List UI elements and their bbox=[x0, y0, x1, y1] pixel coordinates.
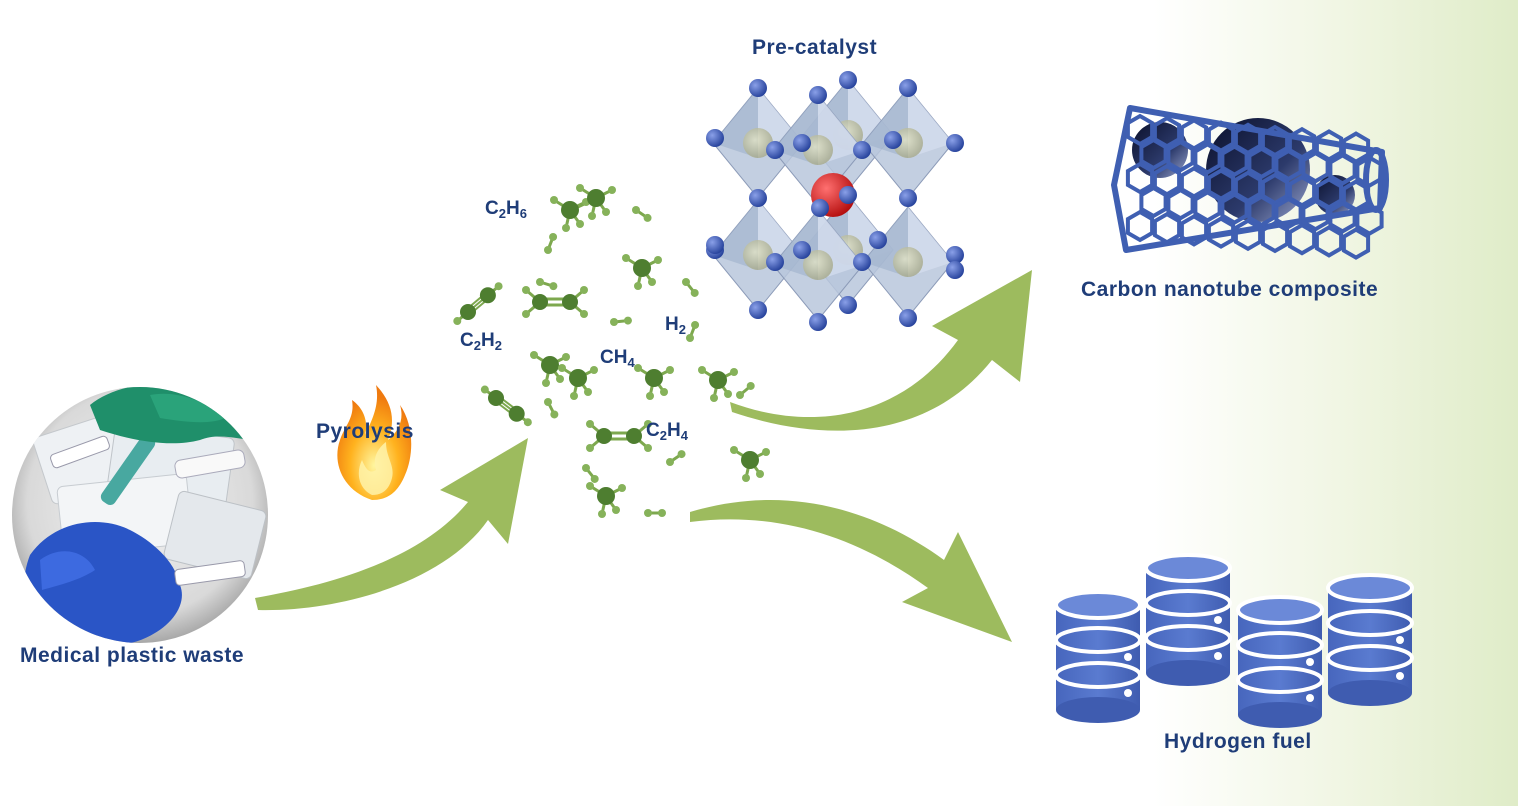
label-pre-catalyst: Pre-catalyst bbox=[752, 36, 878, 59]
label-acetylene: C2H2 bbox=[460, 330, 502, 353]
perovskite-crystal bbox=[706, 71, 964, 331]
label-ethane: C2H6 bbox=[485, 198, 527, 221]
arrow-to-nanotube bbox=[730, 270, 1032, 431]
label-carbon-nanotube-composite: Carbon nanotube composite bbox=[1081, 278, 1379, 301]
arrow-pyrolysis bbox=[255, 438, 528, 611]
carbon-nanotube-icon bbox=[1111, 105, 1389, 260]
flame-icon bbox=[337, 385, 412, 500]
arrow-to-hydrogen bbox=[690, 499, 1012, 642]
label-pyrolysis: Pyrolysis bbox=[316, 420, 414, 443]
label-methane: CH4 bbox=[600, 347, 635, 370]
hydrogen-storage-icon bbox=[1054, 553, 1414, 730]
label-medical-plastic-waste: Medical plastic waste bbox=[20, 644, 245, 667]
label-hydrogen-fuel: Hydrogen fuel bbox=[1164, 730, 1312, 753]
gas-molecules bbox=[453, 184, 770, 518]
label-ethylene: C2H4 bbox=[646, 420, 688, 443]
label-hydrogen: H2 bbox=[665, 314, 686, 337]
medical-waste-photo bbox=[12, 387, 268, 643]
